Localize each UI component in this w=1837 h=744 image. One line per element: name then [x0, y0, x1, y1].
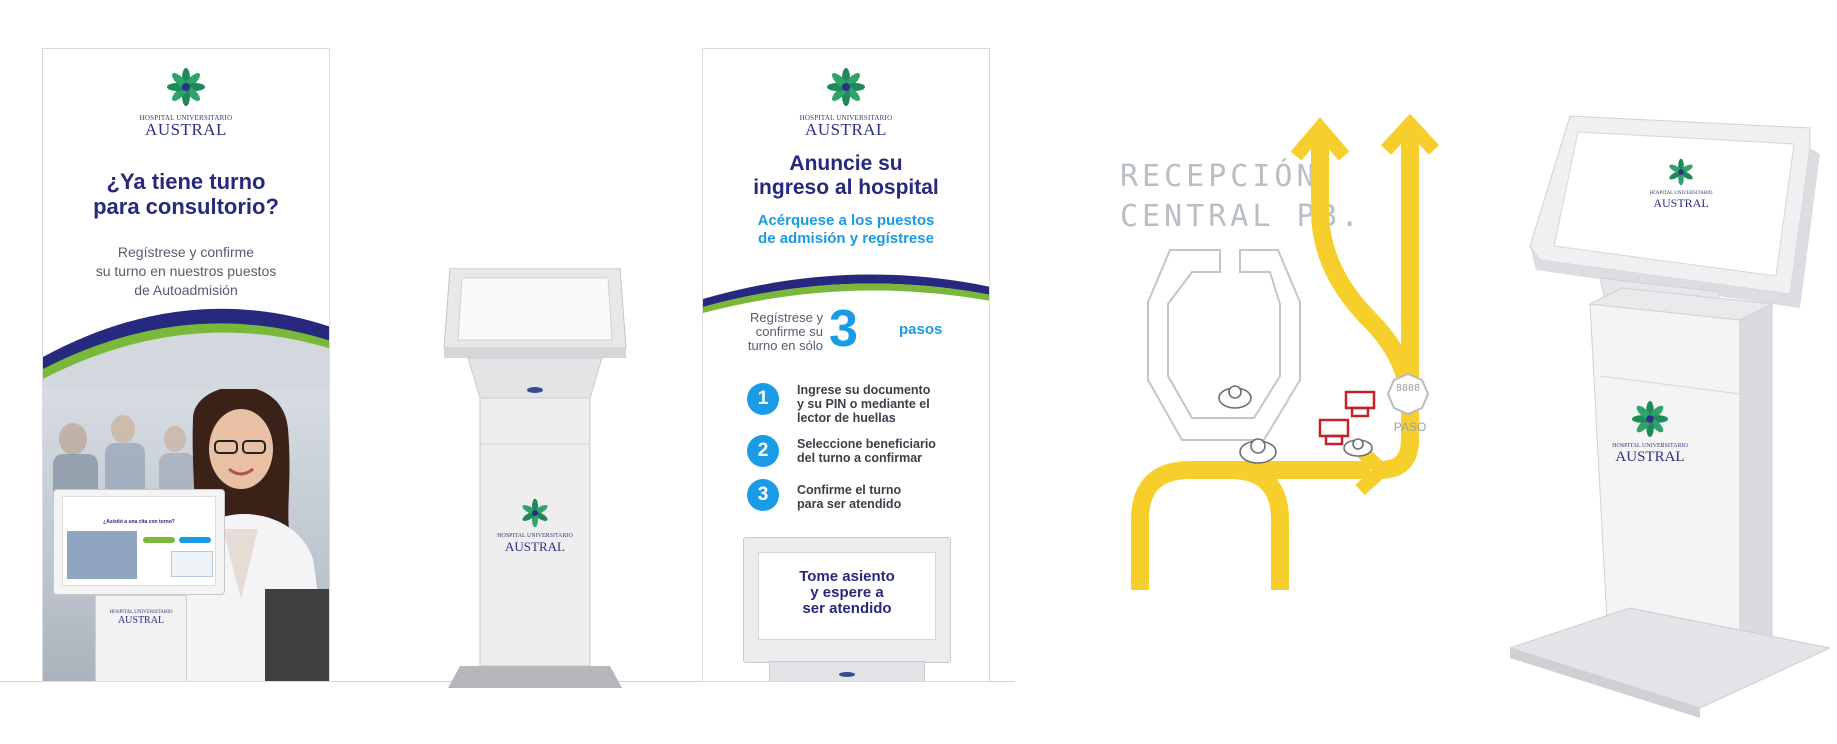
brand-wave	[43, 308, 329, 389]
flower-logo-icon	[522, 498, 548, 528]
steps-intro: Regístrese y confirme su turno en sólo	[747, 310, 823, 353]
brand-wave	[703, 274, 989, 313]
banner1-headline: ¿Ya tiene turno para consultorio?	[93, 169, 279, 219]
kiosk-right-screen-logo: HOSPITAL UNIVERSITARIO AUSTRAL	[1636, 158, 1726, 211]
flower-logo-icon	[1669, 158, 1693, 186]
mini-kiosk-head: ¿Asistió a una cita con turno?	[53, 489, 225, 595]
kiosk-right-body-logo: HOSPITAL UNIVERSITARIO AUSTRAL	[1590, 400, 1710, 466]
flower-logo-icon	[167, 68, 205, 106]
step-text: Confirme el turno para ser atendido	[797, 483, 902, 511]
banner2-headline: Anuncie su ingreso al hospital	[753, 152, 939, 199]
hospital-logo: HOSPITAL UNIVERSITARIO AUSTRAL	[703, 67, 989, 138]
logo-name: AUSTRAL	[145, 120, 227, 139]
banner2-subhead: Acérquese a los puestos de admisión y re…	[757, 212, 935, 247]
paso-label: PASO	[1393, 420, 1427, 434]
floorplan-diagram	[1131, 113, 1440, 590]
kiosk-wait-message: Tome asiento y espere a ser atendido	[799, 568, 895, 617]
kiosk-stand-right	[1510, 115, 1830, 718]
steps-word: pasos	[899, 321, 943, 338]
step-text: Seleccione beneficiario del turno a conf…	[797, 437, 936, 465]
admision-banner: HOSPITAL UNIVERSITARIO AUSTRAL Anuncie s…	[702, 48, 990, 682]
flower-logo-icon	[827, 68, 865, 106]
banner2-kiosk-head: Tome asiento y espere a ser atendido	[743, 537, 951, 663]
hospital-logo: HOSPITAL UNIVERSITARIO AUSTRAL	[43, 67, 329, 138]
banner1-body: Regístrese y confirme su turno en nuestr…	[95, 244, 277, 298]
mini-kiosk-stand: HOSPITAL UNIVERSITARIO AUSTRAL	[95, 595, 187, 681]
kiosk-left-logo: HOSPITAL UNIVERSITARIO AUSTRAL	[480, 498, 590, 555]
kiosk-stand-left	[443, 268, 627, 688]
mini-kiosk-photo	[67, 531, 137, 579]
step-number: 1	[747, 383, 779, 415]
step-number: 2	[747, 435, 779, 467]
mini-kiosk-screen: ¿Asistió a una cita con turno?	[62, 496, 216, 586]
steps-number: 3	[829, 300, 858, 358]
turno-banner: HOSPITAL UNIVERSITARIO AUSTRAL ¿Ya tiene…	[42, 48, 330, 682]
logo-name: AUSTRAL	[805, 120, 887, 139]
step-text: Ingrese su documento y su PIN o mediante…	[797, 383, 931, 425]
banner2-kiosk-stand	[769, 661, 925, 681]
step-number: 3	[747, 479, 779, 511]
logo-subtitle: HOSPITAL UNIVERSITARIO	[799, 114, 893, 122]
flower-logo-icon	[1631, 400, 1669, 438]
display-label: 8808	[1395, 383, 1421, 394]
logo-subtitle: HOSPITAL UNIVERSITARIO	[139, 114, 233, 122]
banner2-kiosk-screen: Tome asiento y espere a ser atendido	[758, 552, 936, 640]
